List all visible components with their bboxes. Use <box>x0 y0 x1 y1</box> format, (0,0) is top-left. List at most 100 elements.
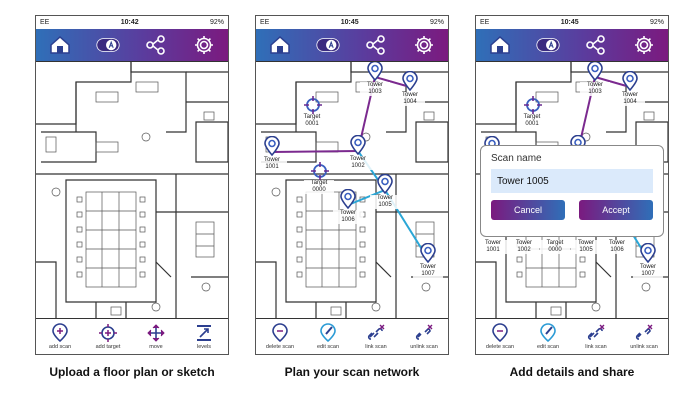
scan-link[interactable] <box>594 76 631 88</box>
battery: 92% <box>429 19 444 26</box>
carrier: EE <box>40 19 50 26</box>
tool-label: unlink scan <box>630 344 658 350</box>
scan-link[interactable] <box>271 150 359 153</box>
map-area <box>36 61 228 319</box>
caption: Upload a floor plan or sketch <box>49 365 215 379</box>
auto-mode-toggle-icon[interactable] <box>536 33 560 57</box>
tool-label: delete scan <box>485 344 515 350</box>
unlink-scan-button[interactable]: unlink scan <box>622 323 666 350</box>
share-network-icon[interactable] <box>584 33 608 57</box>
link-scan-icon <box>367 324 385 340</box>
tower-marker[interactable] <box>622 70 638 96</box>
tool-label: edit scan <box>316 344 339 350</box>
unlink-scan-icon <box>415 324 433 340</box>
edit-scan-icon <box>320 323 336 343</box>
levels-button[interactable]: levels <box>182 323 226 350</box>
home-icon[interactable] <box>268 33 292 57</box>
settings-gear-icon[interactable] <box>632 33 656 57</box>
dialog-title: Scan name <box>491 153 542 164</box>
tool-label: unlink scan <box>410 344 438 350</box>
app-header <box>476 29 668 61</box>
tower-marker[interactable] <box>340 188 356 214</box>
add-target-button[interactable]: add target <box>86 323 130 350</box>
caption: Add details and share <box>509 365 635 379</box>
clock: 10:45 <box>560 19 579 26</box>
tower-marker[interactable] <box>402 70 418 96</box>
tool-label: delete scan <box>265 344 295 350</box>
auto-mode-toggle-icon[interactable] <box>316 33 340 57</box>
tower-marker[interactable] <box>264 135 280 161</box>
battery: 92% <box>649 19 664 26</box>
delete-scan-button[interactable]: delete scan <box>258 323 302 350</box>
target-marker[interactable] <box>524 96 542 119</box>
delete-scan-icon <box>492 323 508 343</box>
link-scan-button[interactable]: link scan <box>574 323 618 350</box>
edit-scan-button[interactable]: edit scan <box>526 323 570 350</box>
tower-marker[interactable] <box>587 62 603 86</box>
add-target-icon <box>99 324 117 342</box>
home-icon[interactable] <box>488 33 512 57</box>
share-network-icon[interactable] <box>144 33 168 57</box>
levels-icon <box>197 325 211 341</box>
delete-scan-icon <box>272 323 288 343</box>
tower-marker[interactable] <box>350 134 366 160</box>
tower-marker[interactable] <box>367 62 383 86</box>
floor-plan[interactable] <box>36 62 228 319</box>
settings-gear-icon[interactable] <box>192 33 216 57</box>
delete-scan-button[interactable]: delete scan <box>478 323 522 350</box>
clock: 10:42 <box>120 19 139 26</box>
add-scan-button[interactable]: add scan <box>38 323 82 350</box>
tool-label: link scan <box>585 344 607 350</box>
tool-label: add target <box>95 344 121 350</box>
tower-marker[interactable] <box>420 242 436 268</box>
cancel-button[interactable]: Cancel <box>491 200 565 220</box>
clock: 10:45 <box>340 19 359 26</box>
accept-button[interactable]: Accept <box>579 200 653 220</box>
unlink-scan-button[interactable]: unlink scan <box>402 323 446 350</box>
tower-marker[interactable] <box>640 242 656 268</box>
status-bar: EE 10:42 92% <box>36 16 228 29</box>
target-marker[interactable] <box>304 96 322 119</box>
auto-mode-toggle-icon[interactable] <box>96 33 120 57</box>
battery: 92% <box>209 19 224 26</box>
tool-label: link scan <box>365 344 387 350</box>
caption: Plan your scan network <box>284 365 420 379</box>
home-icon[interactable] <box>48 33 72 57</box>
move-button[interactable]: move <box>134 323 178 350</box>
scan-name-input[interactable] <box>491 169 653 193</box>
scan-link[interactable] <box>374 76 411 88</box>
link-scan-button[interactable]: link scan <box>354 323 398 350</box>
add-scan-icon <box>52 323 68 343</box>
settings-gear-icon[interactable] <box>412 33 436 57</box>
target-marker[interactable] <box>311 162 329 185</box>
scan-link[interactable] <box>347 189 386 206</box>
bottom-toolbar: delete scan edit scan link scan unlink scan <box>476 320 668 354</box>
share-network-icon[interactable] <box>364 33 388 57</box>
tower-marker[interactable] <box>377 173 393 199</box>
edit-scan-button[interactable]: edit scan <box>306 323 350 350</box>
tool-label: edit scan <box>536 344 559 350</box>
